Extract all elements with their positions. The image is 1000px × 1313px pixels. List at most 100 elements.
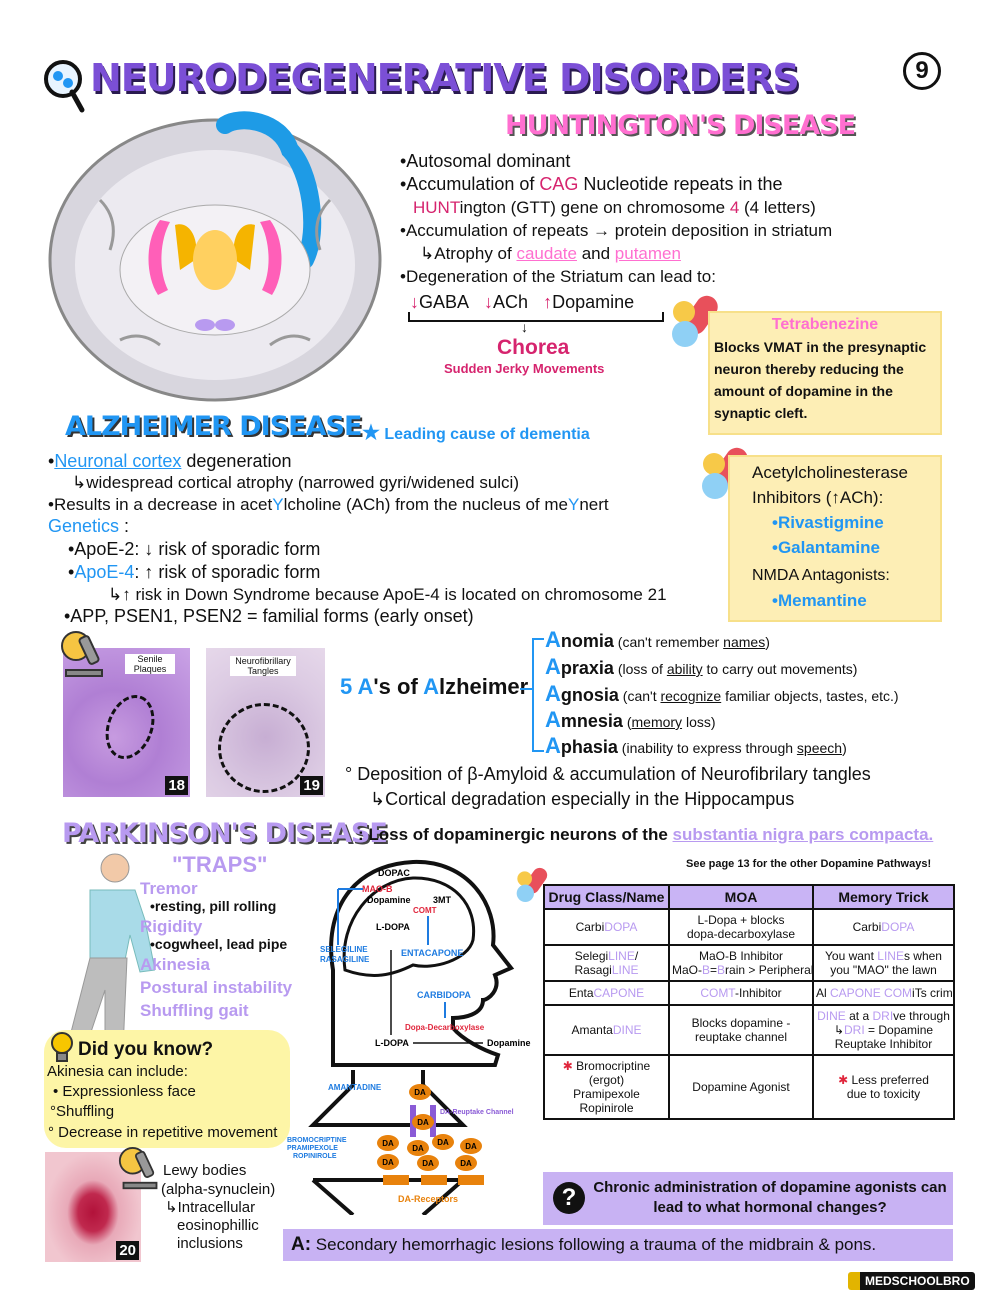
image-label: Senile Plaques (125, 654, 175, 674)
text-segment: MaO-B Inhibitor (698, 949, 784, 963)
text-segment: ✱ (562, 1059, 573, 1073)
dopamine-change: ↑Dopamine (543, 292, 635, 312)
text-segment: Pramipexole (573, 1087, 640, 1101)
did-you-know-intro: Akinesia can include: (47, 1063, 188, 1080)
text-segment: CAG (539, 174, 579, 194)
text-segment: DRI (872, 1009, 894, 1023)
dopamine-molecule (455, 1155, 477, 1171)
question-mark-icon: ? (553, 1182, 585, 1214)
parkinson-drug-table: Drug Class/Name MOA Memory Trick CarbiDO… (543, 884, 955, 1120)
plaque-outline (97, 688, 163, 766)
cell-line: MaO-B Inhibitor (672, 949, 810, 963)
text-segment: •Results in a decrease in acet (48, 495, 273, 514)
text-segment: (can't remember (613, 634, 724, 650)
text-segment: recognize (660, 688, 722, 704)
did-you-know-item: ° Decrease in repetitive movement (48, 1124, 278, 1141)
amantadine-label: AMANTADINE (328, 1083, 382, 1092)
table-cell: CarbiDOPA (812, 908, 955, 946)
cell-line: Reuptake Inhibitor (816, 1037, 951, 1051)
dopamine-molecule (412, 1114, 434, 1130)
agonist-label: BROMOCRIPTINE (287, 1137, 347, 1144)
text-segment: caudate (516, 244, 577, 263)
alzheimer-line: •ApoE-4: ↑ risk of sporadic form (68, 562, 320, 583)
text-segment: Bromocriptine (572, 1059, 651, 1073)
page-title: NEURODEGENERATIVE DISORDERS (90, 56, 800, 100)
did-you-know-item: °Shuffling (50, 1103, 115, 1120)
alzheimer-line: •APP, PSEN1, PSEN2 = familial forms (ear… (64, 606, 474, 627)
ache-title: Acetylcholinesterase (752, 463, 908, 482)
answer-bar: A: Secondary hemorrhagic lesions followi… (283, 1229, 953, 1261)
text-segment: DOPA (881, 920, 915, 934)
text-segment: COMT (700, 986, 735, 1000)
text-segment: •Autosomal dominant (400, 151, 571, 171)
traps-item: Tremor (140, 879, 198, 898)
agonist-label: PRAMIPEXOLE (287, 1145, 338, 1152)
image-label: Neurofibrillary Tangles (230, 656, 296, 676)
huntington-line: •Accumulation of CAG Nucleotide repeats … (400, 174, 783, 195)
ldopa-brain-label: L-DOPA (376, 922, 410, 932)
five-as-note: (loss of ability to carry out movements) (614, 661, 858, 677)
text-segment: (ergot) (588, 1073, 625, 1087)
text-segment: ) (765, 634, 770, 650)
text-segment: •Degeneration of the Striatum can lead t… (400, 267, 716, 286)
text-segment: DINE (817, 1009, 846, 1023)
question-box: ? Chronic administration of dopamine ago… (543, 1172, 953, 1225)
microscope-icon (118, 1146, 162, 1197)
alzheimer-line: •Results in a decrease in acetYlcholine … (48, 495, 609, 515)
five-as-note: (can't recognize familiar objects, taste… (619, 688, 899, 704)
text-segment: s when (903, 949, 942, 963)
text-segment: : (119, 516, 130, 536)
five-as-term: praxia (560, 658, 614, 678)
five-as-bracket (520, 688, 532, 690)
deposition-line: ° Deposition of β-Amyloid & accumulation… (345, 764, 871, 784)
drug-memantine: •Memantine (772, 591, 867, 610)
text-segment: names (723, 634, 766, 650)
star-icon: ★ (362, 422, 380, 444)
magnifier-brain-icon (42, 58, 86, 119)
traps-item: Postural instability (140, 978, 293, 997)
dopamine-molecule (377, 1135, 399, 1151)
text-segment: you "MAO" the lawn (830, 963, 937, 977)
text-segment: degeneration (181, 451, 292, 471)
letter-a: A (545, 627, 561, 652)
text-segment: dopa-decarboxylase (686, 927, 796, 941)
table-cell: EntaCAPONE (543, 980, 670, 1006)
table-cell: Blocks dopamine -reuptake channel (668, 1004, 814, 1056)
huntington-line: •Accumulation of repeats → protein depos… (400, 221, 832, 241)
table-cell: CarbiDOPA (543, 908, 670, 946)
3mt-label: 3MT (433, 895, 452, 905)
alzheimer-line: •Neuronal cortex degeneration (48, 451, 291, 472)
answer-text: Secondary hemorrhagic lesions following … (315, 1235, 877, 1254)
text-segment: (can't (618, 688, 661, 704)
text-segment: and (576, 244, 615, 263)
text-segment: Ropinirole (579, 1101, 634, 1115)
text-segment: ↳widespread cortical atrophy (narrowed g… (72, 473, 519, 492)
text-segment: Carbi (852, 920, 882, 934)
traps-title: "TRAPS" (172, 852, 268, 877)
cell-line: CarbiDOPA (547, 920, 666, 934)
column-header: Drug Class/Name (543, 884, 670, 910)
text-segment: : Loss of dopaminergic neurons of the (358, 825, 673, 844)
did-you-know-item: • Expressionless face (53, 1083, 196, 1100)
text-segment: substantia nigra pars compacta. (672, 825, 934, 844)
da-label: DA (460, 1159, 472, 1168)
text-segment: memory (631, 714, 683, 730)
traps-detail: •cogwheel, lead pipe (150, 936, 288, 952)
tetrabenazine-box: Tetrabenezine Blocks VMAT in the presyna… (708, 311, 942, 435)
text-segment: LINE (608, 949, 635, 963)
text-segment: Nucleotide repeats in the (578, 174, 783, 194)
tagline-text: Leading cause of dementia (384, 426, 590, 443)
text-segment: You want (825, 949, 878, 963)
parkinson-definition: : Loss of dopaminergic neurons of the su… (358, 825, 933, 845)
text-segment: Reuptake Inhibitor (834, 1037, 933, 1051)
comt-label: COMT (413, 906, 437, 915)
gaba-change: ↓GABA (410, 292, 470, 312)
text-segment: ve through (893, 1009, 950, 1023)
text-segment: MaO- (672, 963, 702, 977)
cell-line: Pramipexole (547, 1087, 666, 1101)
alzheimer-heading: ALZHEIMER DISEASE (65, 411, 362, 442)
